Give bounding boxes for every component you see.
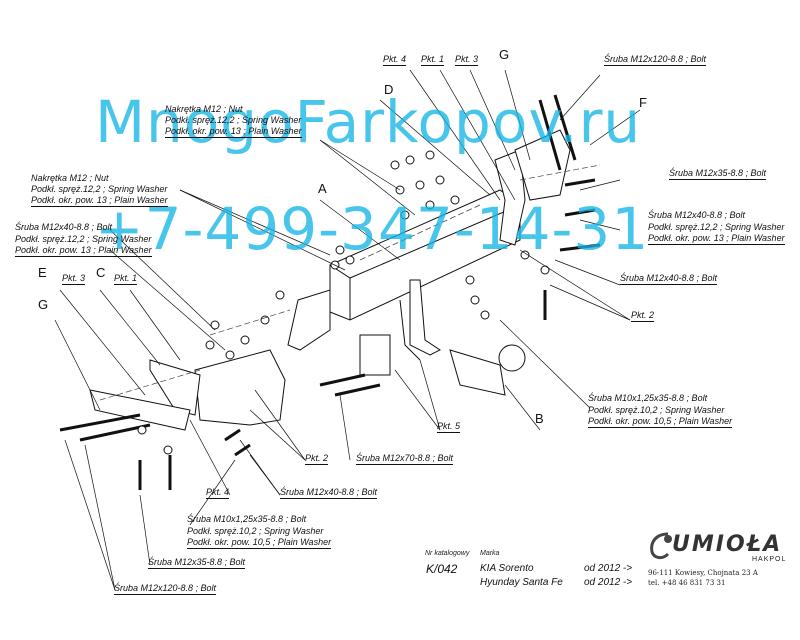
label-bolt-m10-mid-1: Śruba M10x1,25x35-8.8 ; Bolt	[187, 514, 307, 524]
catalog-number-value: K/042	[426, 562, 458, 576]
label-c: C	[96, 265, 106, 280]
label-nut-left-3: Podkł. okr. pow. 13 ; Plain Washer	[31, 195, 168, 207]
label-bolt-m12x40-right-3: Podkł. okr. pow. 13 ; Plain Washer	[648, 233, 785, 245]
label-bolt-m12x40-right-b: Śruba M12x40-8.8 ; Bolt	[620, 273, 718, 285]
label-bolt-m12x40-left-1: Śruba M12x40-8.8 ; Bolt	[15, 222, 113, 232]
model-2-name: Hyunday Santa Fe	[480, 577, 563, 588]
label-bolt-m10-right-3: Podkł. okr. pow. 10,5 ; Plain Washer	[588, 416, 733, 428]
label-pkt3-left: Pkt. 3	[62, 273, 86, 285]
label-nut-top-3: Podkł. okr. pow. 13 ; Plain Washer	[165, 126, 302, 138]
label-bolt-m10-right-1: Śruba M10x1,25x35-8.8 ; Bolt	[588, 393, 708, 403]
label-nut-left-2: Podkł. spręż.12,2 ; Spring Washer	[31, 184, 168, 194]
label-pkt5: Pkt. 5	[437, 421, 461, 433]
label-g-left: G	[38, 297, 49, 312]
brand-logo-text: UMIOŁA	[672, 532, 783, 557]
watermark-site: MnogoFarkopov.ru	[95, 88, 642, 156]
label-g-top: G	[499, 47, 510, 62]
brand-tel: tel. +48 46 831 73 31	[648, 579, 726, 587]
label-bolt-m12x70: Śruba M12x70-8.8 ; Bolt	[356, 453, 454, 465]
marka-label: Marka	[480, 550, 500, 557]
label-a: A	[318, 181, 327, 196]
brand-logo-mark	[650, 532, 672, 560]
label-bolt-m12x40-right-1: Śruba M12x40-8.8 ; Bolt	[648, 210, 746, 220]
label-pkt4-mid: Pkt. 4	[206, 487, 230, 499]
label-pkt4-top: Pkt. 4	[383, 54, 407, 66]
label-pkt1-top: Pkt. 1	[421, 54, 445, 66]
label-pkt3-top: Pkt. 3	[455, 54, 479, 66]
label-bolt-m12x40-right-2: Podkł. spręż.12,2 ; Spring Washer	[648, 222, 785, 232]
label-pkt2-right: Pkt. 2	[631, 310, 655, 322]
label-d: D	[384, 82, 394, 97]
label-bolt-m10-mid-2: Podkł. spręż.10,2 ; Spring Washer	[187, 526, 324, 536]
label-bolt-m12x40-left-3: Podkł. okr. pow. 13 ; Plain Washer	[15, 245, 152, 257]
label-bolt-m12x120-bottom: Śruba M12x120-8.8 ; Bolt	[114, 583, 217, 595]
label-bolt-m10-mid-3: Podkł. okr. pow. 10,5 ; Plain Washer	[187, 537, 332, 549]
label-bolt-m12x35-bottom: Śruba M12x35-8.8 ; Bolt	[148, 557, 246, 569]
model-1-name: KIA Sorento	[480, 563, 534, 574]
label-e: E	[38, 265, 47, 280]
model-2-year: od 2012 ->	[584, 577, 633, 588]
brand-sub: HAKPOL	[752, 556, 787, 563]
label-f: F	[639, 95, 647, 110]
watermark-phone: +7-499-347-14-31	[95, 195, 650, 263]
label-nut-top-1: Nakrętka M12 ; Nut	[165, 104, 243, 114]
label-bolt-m10-right-2: Podkł. spręż.10,2 ; Spring Washer	[588, 405, 725, 415]
label-bolt-m12x35-right: Śruba M12x35-8.8 ; Bolt	[669, 168, 767, 180]
label-bolt-m12x40-left-2: Podkł. spręż.12,2 ; Spring Washer	[15, 234, 152, 244]
label-bolt-m12x120-top: Śruba M12x120-8.8 ; Bolt	[604, 54, 707, 66]
label-nut-left-1: Nakrętka M12 ; Nut	[31, 173, 109, 183]
label-bolt-m12x40-mid: Śruba M12x40-8.8 ; Bolt	[280, 487, 378, 499]
label-pkt1-left: Pkt. 1	[114, 273, 138, 285]
label-b: B	[535, 411, 544, 426]
catalog-number-label: Nr katalogowy	[425, 550, 470, 557]
model-1-year: od 2012 ->	[584, 563, 633, 574]
label-nut-top-2: Podkł. spręż.12,2 ; Spring Washer	[165, 115, 302, 125]
brand-address: 96-111 Kowiesy, Chojnata 23 A	[648, 569, 758, 577]
label-pkt2-mid: Pkt. 2	[305, 453, 329, 465]
